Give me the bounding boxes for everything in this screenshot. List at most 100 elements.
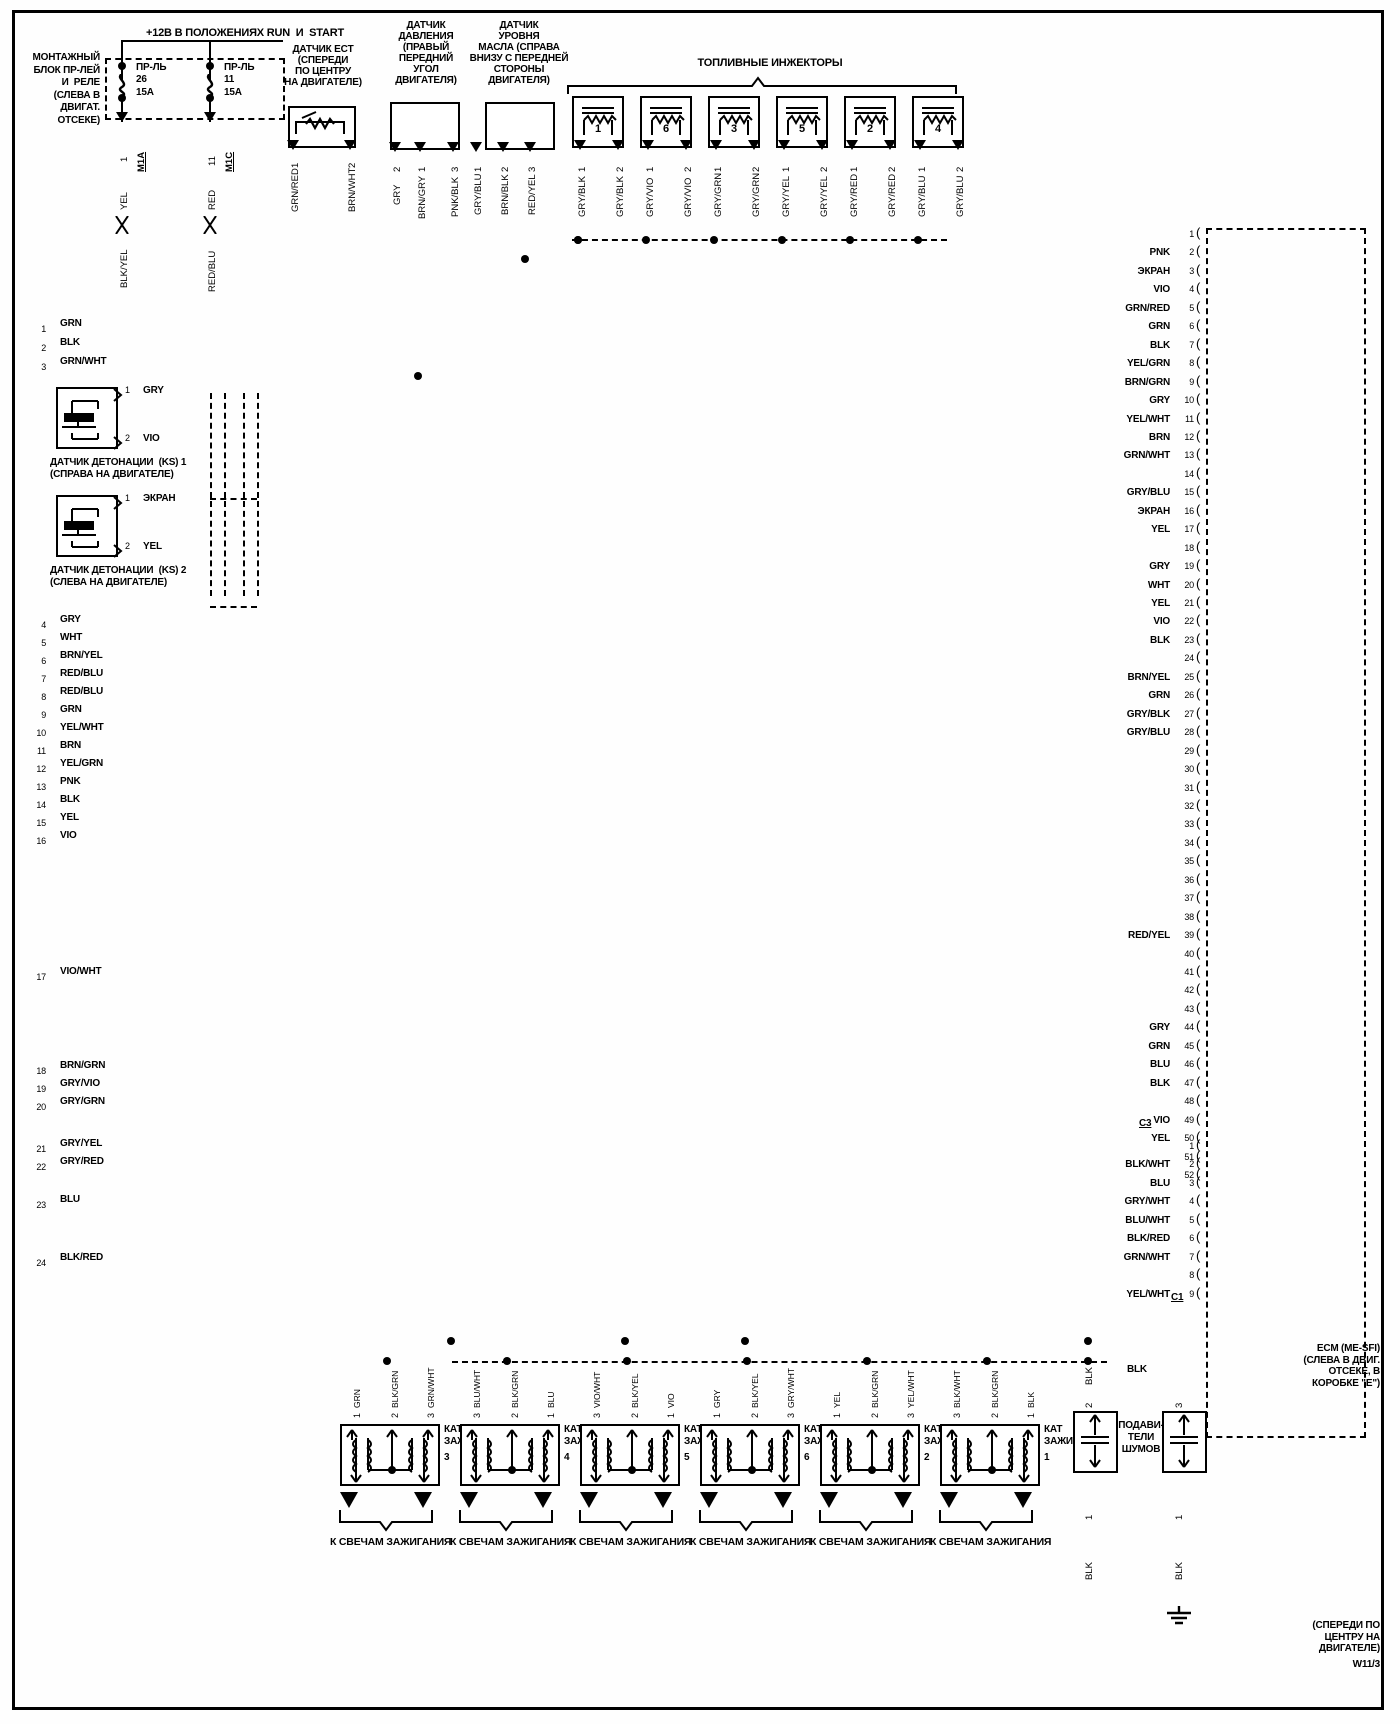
coil-3-spark-brace <box>338 1510 434 1537</box>
oil-pin2-num: 2 <box>500 166 511 172</box>
harness-splice-a <box>414 372 422 380</box>
injector-5-body <box>776 96 828 148</box>
harness-coil-splice-2 <box>621 1337 629 1345</box>
coil-6-pin1-num: 1 <box>712 1412 722 1418</box>
injector-3-pin2-wire: GRY/GRN <box>751 172 762 217</box>
coil-4-pin3-num: 3 <box>472 1412 482 1418</box>
ecm-pin-36-bracket: ( <box>1196 870 1201 886</box>
coil-4-pin2-num: 2 <box>510 1412 520 1418</box>
injector-2-pin1-num: 1 <box>849 166 860 172</box>
ecm-pin-45-bracket: ( <box>1196 1036 1201 1052</box>
oil-pin2-arrow <box>497 142 509 152</box>
coil-4-spark-label: К СВЕЧАМ ЗАЖИГАНИЯ <box>450 1536 572 1548</box>
suppressor-left-pin2: 2 <box>1084 1402 1095 1408</box>
fuse-1-symbol <box>118 74 126 96</box>
ecm-pin-50-wire: YEL <box>1151 1133 1170 1145</box>
ecm-pin-33-num: 33 <box>1184 819 1194 830</box>
ecm-c1-pin-8-num: 8 <box>1189 1270 1194 1281</box>
shield-2-a-243 <box>243 501 245 596</box>
coil-1-pin3-num: 3 <box>952 1412 962 1418</box>
oil-pin3-num: 3 <box>527 166 538 172</box>
ect-pin2-line <box>0 436 3 581</box>
suppressor-left-pin1-wire: BLK <box>1084 1562 1095 1580</box>
coil-5-pin3-wire: VIO/WHT <box>592 1371 602 1408</box>
left-pin-7-num: 7 <box>41 674 46 684</box>
coil-1-body <box>940 1424 1040 1486</box>
coil-2-spark-brace <box>818 1510 914 1537</box>
injector-1-number: 1 <box>595 123 601 135</box>
ecm-pin-20-bracket: ( <box>1196 575 1201 591</box>
left-pin-18-wire: BRN/GRN <box>60 1060 106 1071</box>
injector-2-pin2-num: 2 <box>887 166 898 172</box>
ecm-pin-6-bracket: ( <box>1196 317 1201 333</box>
injector-3-pin1-wire: GRY/GRN <box>713 172 724 217</box>
ecm-pin-16-bracket: ( <box>1196 501 1201 517</box>
ecm-pin-50-bracket: ( <box>1196 1129 1201 1145</box>
injector-3-pin1-num: 1 <box>713 166 724 172</box>
ecm-pin-32-num: 32 <box>1184 800 1194 811</box>
ecm-pin-47-wire: BLK <box>1150 1077 1170 1089</box>
ecm-pin-15-wire: GRY/BLU <box>1126 487 1170 499</box>
ecm-pin-39-num: 39 <box>1184 930 1194 941</box>
injector-4-pin2-wire: GRY/BLU <box>955 175 966 217</box>
ecm-pin-4-num: 4 <box>1189 284 1194 295</box>
left-pin-12-wire: YEL/GRN <box>60 758 104 769</box>
coil-2-body <box>820 1424 920 1486</box>
ecm-pin-24-bracket: ( <box>1196 649 1201 665</box>
harness-injector-bus-origin <box>574 236 582 244</box>
coil-3-pin1-wire: GRN <box>352 1389 362 1408</box>
coil-4-plug-right-arrow <box>534 1492 552 1508</box>
injector-5-pin1-wire: GRY/YEL <box>781 175 792 217</box>
coil-5-pin2-num: 2 <box>630 1412 640 1418</box>
oil-pin3-wire: RED/YEL <box>527 174 538 215</box>
fuse-2-pin: 11 <box>207 156 218 166</box>
left-pin-5-wire: WHT <box>60 632 83 643</box>
oil-pin1-num: 1 <box>473 166 484 172</box>
ecm-pin-9-bracket: ( <box>1196 372 1201 388</box>
ecm-pin-2-wire: PNK <box>1149 247 1170 259</box>
fuse-1-wire-seg1 <box>0 0 3 100</box>
ecm-pin-11-wire: YEL/WHT <box>1126 413 1170 425</box>
ecm-pin-32-bracket: ( <box>1196 796 1201 812</box>
thermistor-icon <box>295 111 345 134</box>
ecm-pin-5-wire: GRN/RED <box>1125 302 1170 314</box>
coil-4-pin3-wire: BLU/WHT <box>472 1369 482 1408</box>
suppressor-right-pin1-wire: BLK <box>1174 1562 1185 1580</box>
left-pin-16-wire: VIO <box>60 830 77 841</box>
coil-3-bus-dot <box>383 1357 391 1365</box>
injector-1-pin2-num: 2 <box>615 166 626 172</box>
suppressor-left-pin1: 1 <box>1084 1514 1095 1520</box>
injectors-group-label: ТОПЛИВНЫЕ ИНЖЕКТОРЫ <box>697 57 843 69</box>
left-pin-6-wire: BRN/YEL <box>60 650 103 661</box>
injector-4-pin2-arrow <box>952 140 964 150</box>
feed-bus-2 <box>209 40 283 42</box>
left-pin-2-num: 2 <box>41 343 46 353</box>
ecm-pin-26-wire: GRN <box>1148 690 1170 702</box>
ground-symbol-icon <box>1167 1606 1191 1625</box>
shield-1-b-243 <box>257 393 259 498</box>
harness-coil-splice-1 <box>447 1337 455 1345</box>
ecm-pin-46-num: 46 <box>1184 1059 1194 1070</box>
ect-sensor-label: ДАТЧИК ECT (СПЕРЕДИ ПО ЦЕНТРУ НА ДВИГАТЕ… <box>284 44 362 88</box>
coil-4-number: 4 <box>564 1452 570 1463</box>
shield-1-bottom <box>210 498 257 500</box>
coil-3-pin1-num: 1 <box>352 1412 362 1418</box>
ecm-pin-9-num: 9 <box>1189 376 1194 387</box>
left-pin-20-num: 20 <box>36 1102 46 1112</box>
ecm-c1-pin-6-wire: BLK/RED <box>1126 1233 1170 1245</box>
ecm-pin-49-wire: VIO <box>1153 1114 1170 1126</box>
coil-5-pin1-num: 1 <box>666 1412 676 1418</box>
injector-6-pin2-num: 2 <box>683 166 694 172</box>
coil-2-pin2-wire: BLK/GRN <box>870 1370 880 1408</box>
suppressors-label: ПОДАВИ- ТЕЛИ ШУМОВ <box>1118 1420 1164 1455</box>
coil-6-body <box>700 1424 800 1486</box>
ecm-c1-pin-3-bracket: ( <box>1196 1173 1201 1189</box>
ecm-pin-6-num: 6 <box>1189 321 1194 332</box>
coil-3-spark-label: К СВЕЧАМ ЗАЖИГАНИЯ <box>330 1536 452 1548</box>
ecm-pin-39-bracket: ( <box>1196 926 1201 942</box>
coil-6-pin3-wire: GRY/WHT <box>786 1368 796 1408</box>
ecm-pin-30-num: 30 <box>1184 764 1194 775</box>
ecm-pin-36-num: 36 <box>1184 874 1194 885</box>
injector-5-pin2-arrow <box>816 140 828 150</box>
